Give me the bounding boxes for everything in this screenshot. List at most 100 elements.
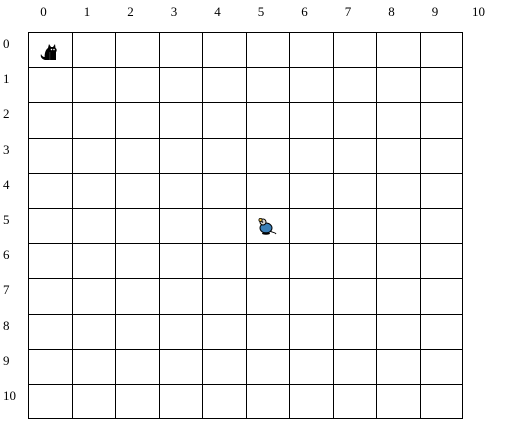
board-cell-9-4[interactable] [202,349,246,384]
board-cell-4-3[interactable] [159,173,203,208]
board-cell-3-10[interactable] [463,138,507,173]
board-cell-0-7[interactable] [333,32,377,67]
board-cell-1-10[interactable] [463,67,507,102]
board-cell-4-4[interactable] [202,173,246,208]
board-cell-7-5[interactable] [246,278,290,313]
board-cell-9-0[interactable] [28,349,72,384]
board-cell-6-8[interactable] [376,243,420,278]
game-board[interactable] [28,32,463,419]
board-cell-3-5[interactable] [246,138,290,173]
board-cell-10-7[interactable] [333,384,377,419]
board-cell-5-9[interactable] [420,208,464,243]
board-cell-9-5[interactable] [246,349,290,384]
board-cell-7-7[interactable] [333,278,377,313]
board-cell-7-8[interactable] [376,278,420,313]
board-cell-0-1[interactable] [72,32,116,67]
board-cell-2-0[interactable] [28,102,72,137]
board-cell-5-2[interactable] [115,208,159,243]
board-cell-2-5[interactable] [246,102,290,137]
board-cell-0-4[interactable] [202,32,246,67]
board-cell-1-1[interactable] [72,67,116,102]
board-cell-3-8[interactable] [376,138,420,173]
board-cell-9-3[interactable] [159,349,203,384]
board-cell-8-8[interactable] [376,314,420,349]
board-cell-8-5[interactable] [246,314,290,349]
board-cell-6-10[interactable] [463,243,507,278]
board-cell-1-4[interactable] [202,67,246,102]
board-cell-3-0[interactable] [28,138,72,173]
board-cell-6-9[interactable] [420,243,464,278]
board-cell-4-7[interactable] [333,173,377,208]
board-cell-10-10[interactable] [463,384,507,419]
board-cell-0-8[interactable] [376,32,420,67]
board-cell-6-1[interactable] [72,243,116,278]
board-cell-0-10[interactable] [463,32,507,67]
board-cell-6-2[interactable] [115,243,159,278]
board-cell-3-6[interactable] [289,138,333,173]
board-cell-8-2[interactable] [115,314,159,349]
board-cell-5-8[interactable] [376,208,420,243]
board-cell-9-10[interactable] [463,349,507,384]
board-cell-4-8[interactable] [376,173,420,208]
board-cell-10-6[interactable] [289,384,333,419]
board-cell-5-3[interactable] [159,208,203,243]
board-cell-7-1[interactable] [72,278,116,313]
board-cell-10-2[interactable] [115,384,159,419]
board-cell-10-3[interactable] [159,384,203,419]
board-cell-1-5[interactable] [246,67,290,102]
board-cell-7-9[interactable] [420,278,464,313]
board-cell-9-1[interactable] [72,349,116,384]
cat-icon[interactable] [37,38,63,62]
board-cell-8-4[interactable] [202,314,246,349]
board-cell-6-0[interactable] [28,243,72,278]
board-cell-4-10[interactable] [463,173,507,208]
board-cell-8-1[interactable] [72,314,116,349]
board-cell-3-9[interactable] [420,138,464,173]
board-cell-8-0[interactable] [28,314,72,349]
board-cell-8-10[interactable] [463,314,507,349]
board-cell-4-0[interactable] [28,173,72,208]
board-cell-3-7[interactable] [333,138,377,173]
board-cell-9-7[interactable] [333,349,377,384]
board-cell-0-5[interactable] [246,32,290,67]
board-cell-1-8[interactable] [376,67,420,102]
board-cell-9-6[interactable] [289,349,333,384]
board-cell-2-1[interactable] [72,102,116,137]
board-cell-3-4[interactable] [202,138,246,173]
board-cell-2-7[interactable] [333,102,377,137]
board-cell-1-3[interactable] [159,67,203,102]
board-cell-9-9[interactable] [420,349,464,384]
board-cell-10-5[interactable] [246,384,290,419]
board-cell-10-9[interactable] [420,384,464,419]
board-cell-5-1[interactable] [72,208,116,243]
board-cell-5-0[interactable] [28,208,72,243]
board-cell-7-4[interactable] [202,278,246,313]
board-cell-8-6[interactable] [289,314,333,349]
board-cell-4-2[interactable] [115,173,159,208]
board-cell-4-6[interactable] [289,173,333,208]
board-cell-3-2[interactable] [115,138,159,173]
board-cell-7-3[interactable] [159,278,203,313]
board-cell-2-3[interactable] [159,102,203,137]
board-cell-7-6[interactable] [289,278,333,313]
board-cell-10-8[interactable] [376,384,420,419]
board-cell-0-9[interactable] [420,32,464,67]
board-cell-9-8[interactable] [376,349,420,384]
board-cell-7-0[interactable] [28,278,72,313]
board-cell-4-9[interactable] [420,173,464,208]
board-cell-4-1[interactable] [72,173,116,208]
board-cell-8-3[interactable] [159,314,203,349]
board-cell-5-10[interactable] [463,208,507,243]
mouse-icon[interactable] [254,214,280,238]
board-cell-9-2[interactable] [115,349,159,384]
board-cell-7-2[interactable] [115,278,159,313]
board-cell-1-6[interactable] [289,67,333,102]
board-cell-1-2[interactable] [115,67,159,102]
board-cell-2-6[interactable] [289,102,333,137]
board-cell-0-3[interactable] [159,32,203,67]
board-cell-5-4[interactable] [202,208,246,243]
board-cell-6-7[interactable] [333,243,377,278]
board-cell-4-5[interactable] [246,173,290,208]
board-cell-5-6[interactable] [289,208,333,243]
board-cell-7-10[interactable] [463,278,507,313]
